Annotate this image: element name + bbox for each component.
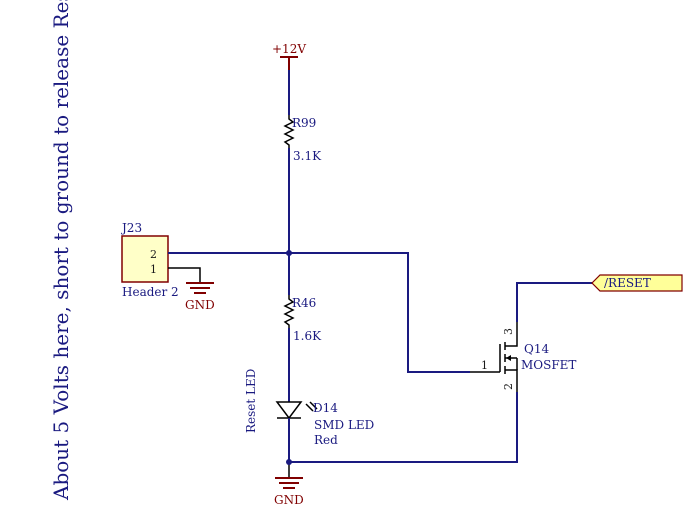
d14-net-label: Reset LED: [244, 369, 258, 433]
r99-ref: R99: [292, 116, 316, 130]
gnd-symbol-bottom[interactable]: [275, 477, 303, 489]
wire-net-reset-sense: [168, 252, 470, 373]
wire-j23-gnd: [168, 267, 201, 283]
j23-connector[interactable]: [121, 235, 169, 283]
r46-value: 1.6K: [293, 329, 322, 343]
j23-pin2-label: 2: [150, 248, 157, 261]
r46-ref: R46: [292, 296, 316, 310]
reset-port-label: /RESET: [604, 276, 651, 290]
wire-q14-drain-reset: [516, 282, 600, 322]
q14-pin3-label: 3: [502, 328, 515, 335]
vcc-power-symbol[interactable]: [280, 56, 298, 70]
d14-color: Red: [314, 433, 338, 447]
q14-pin1-label: 1: [481, 359, 488, 372]
r99-resistor[interactable]: [283, 115, 295, 148]
r46-resistor[interactable]: [283, 295, 295, 328]
d14-ref: D14: [313, 401, 338, 415]
j23-pin1-label: 1: [150, 263, 157, 276]
wire-q14-source-gnd: [289, 392, 518, 463]
d14-type: SMD LED: [314, 418, 374, 432]
q14-pin2-label: 2: [502, 383, 515, 390]
reset-port[interactable]: [591, 274, 683, 292]
j23-ref: J23: [120, 221, 142, 235]
annotation-note: About 5 Volts here, short to ground to r…: [49, 0, 73, 501]
q14-type: MOSFET: [521, 358, 576, 372]
vcc-label: +12V: [272, 42, 306, 56]
gnd-label-j23: GND: [185, 298, 215, 312]
j23-type: Header 2: [122, 285, 179, 299]
gnd-symbol-j23[interactable]: [186, 282, 214, 294]
d14-led[interactable]: [275, 401, 318, 420]
q14-mosfet[interactable]: [470, 322, 518, 392]
gnd-label-bottom: GND: [274, 493, 304, 507]
r99-value: 3.1K: [293, 149, 322, 163]
q14-ref: Q14: [524, 342, 549, 356]
